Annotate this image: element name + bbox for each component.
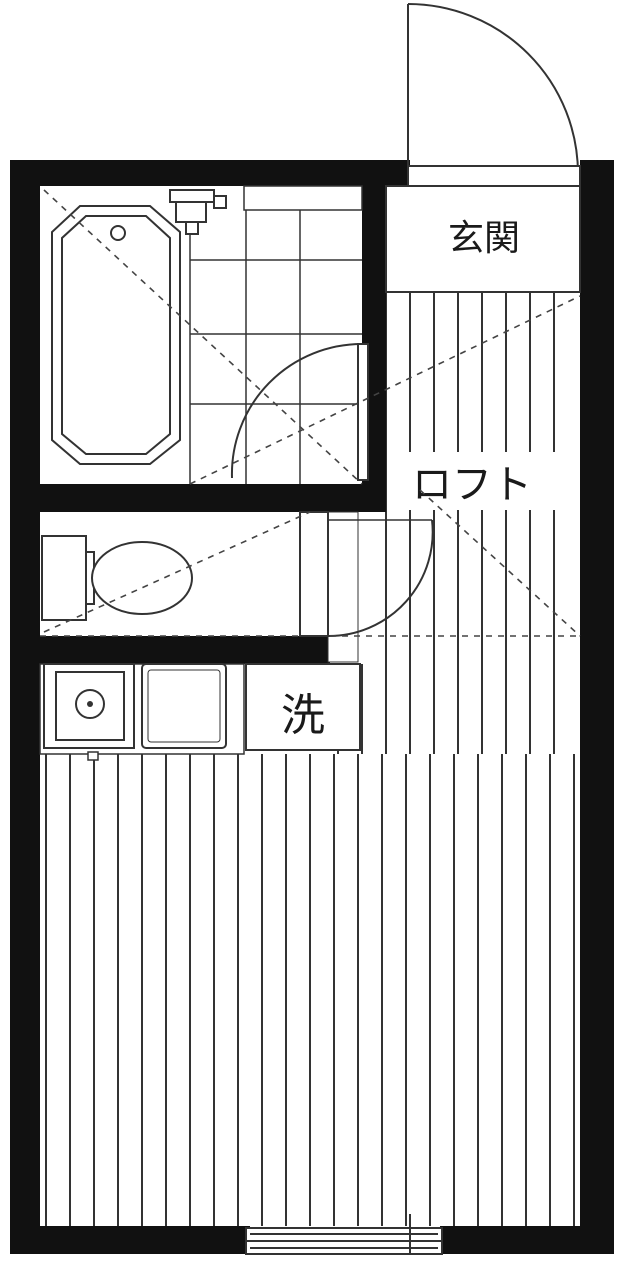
bathroom	[40, 185, 369, 484]
entrance-label: 玄関	[448, 218, 520, 259]
loft-label: ロフト	[412, 462, 532, 508]
entrance-door	[407, 3, 581, 187]
main-room-flooring	[45, 292, 575, 1226]
bathroom-tiles	[189, 185, 363, 484]
faucet-icon	[169, 189, 227, 235]
drain-icon	[110, 225, 126, 241]
window	[245, 1214, 443, 1255]
entrance-area: 玄関	[385, 185, 581, 293]
laundry-label: 洗	[281, 690, 325, 741]
dashed-markers	[40, 189, 581, 637]
kitchen	[39, 663, 245, 761]
toilet-icon	[41, 535, 193, 621]
toilet-door-swing	[327, 519, 434, 638]
toilet-room	[40, 511, 434, 638]
bathroom-door-swing	[230, 343, 363, 479]
stove-burner-icon	[75, 689, 105, 719]
bathtub	[51, 205, 181, 465]
laundry-area: 洗	[245, 663, 361, 751]
interior-walls	[10, 160, 386, 1254]
loft-area: ロフト	[388, 452, 558, 510]
